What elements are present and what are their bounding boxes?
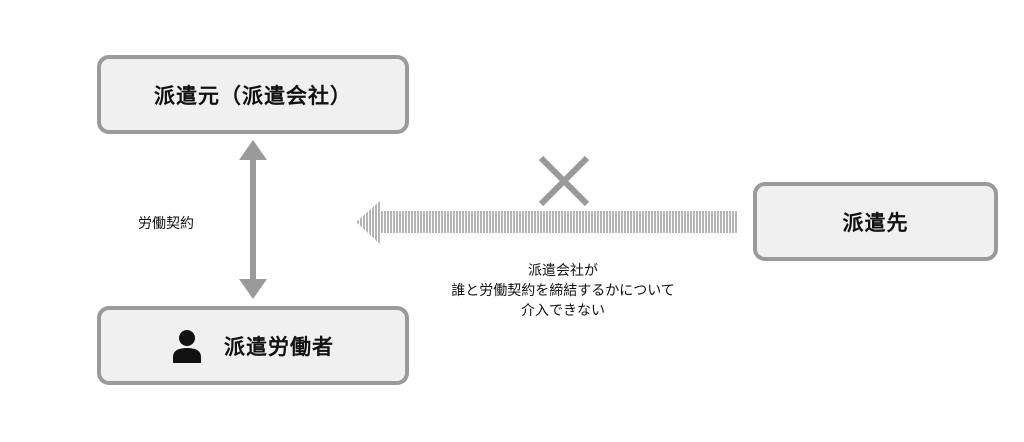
- note-line-3: 介入できない: [521, 303, 605, 319]
- employment-contract-label: 労働契約: [138, 216, 194, 232]
- employment-contract-arrow: [239, 140, 267, 299]
- person-icon: [173, 329, 201, 363]
- client-company-box: 派遣先: [753, 182, 998, 261]
- no-intervention-note: 派遣会社が 誰と労働契約を締結するかについて 介入できない: [418, 261, 708, 321]
- note-line-2: 誰と労働契約を締結するかについて: [451, 283, 675, 299]
- cross-icon: [538, 155, 590, 207]
- blocked-intervention-arrow: [356, 201, 738, 244]
- client-company-label: 派遣先: [842, 210, 909, 235]
- dispatched-worker-label: 派遣労働者: [224, 334, 334, 359]
- dispatching-company-label: 派遣元（派遣会社）: [154, 83, 352, 108]
- dispatched-worker-box: 派遣労働者: [97, 306, 409, 385]
- note-line-1: 派遣会社が: [528, 263, 598, 279]
- dispatching-company-box: 派遣元（派遣会社）: [97, 55, 409, 134]
